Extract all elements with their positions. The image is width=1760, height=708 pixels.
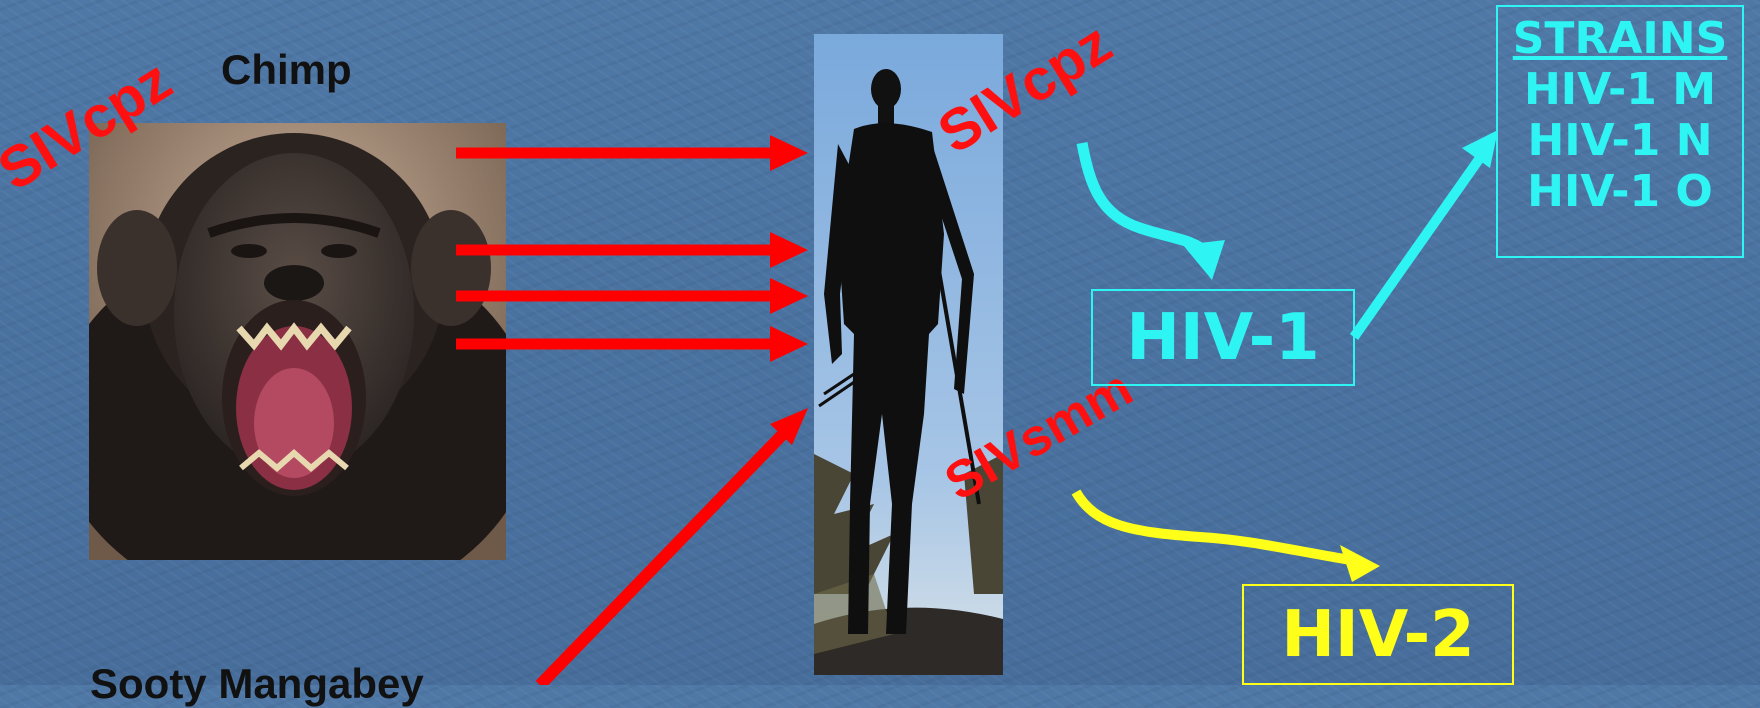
hiv2-box: HIV-2: [1242, 584, 1514, 685]
strain-item: HIV-1 O: [1498, 166, 1742, 217]
sivcpz-to-hiv1-arrow: [1082, 143, 1225, 280]
hiv2-label: HIV-2: [1281, 598, 1474, 672]
strains-header: STRAINS: [1498, 13, 1742, 64]
strain-item: HIV-1 M: [1498, 64, 1742, 115]
hiv1-to-strains-arrow: [1354, 130, 1498, 337]
chimp-to-human-arrow-4: [456, 326, 808, 362]
hiv1-box: HIV-1: [1091, 289, 1355, 386]
chimp-to-human-arrow-3: [456, 278, 808, 314]
strains-box: STRAINS HIV-1 M HIV-1 N HIV-1 O: [1496, 5, 1744, 258]
chimp-to-human-arrow-2: [456, 232, 808, 268]
mangabey-to-human-arrow: [540, 408, 808, 685]
chimp-to-human-arrow-1: [456, 135, 808, 171]
chimp-label: Chimp: [221, 46, 352, 94]
mangabey-label: Sooty Mangabey: [90, 660, 424, 708]
strain-item: HIV-1 N: [1498, 115, 1742, 166]
hiv1-label: HIV-1: [1126, 301, 1319, 375]
sivsmm-to-hiv2-arrow: [1076, 492, 1380, 582]
